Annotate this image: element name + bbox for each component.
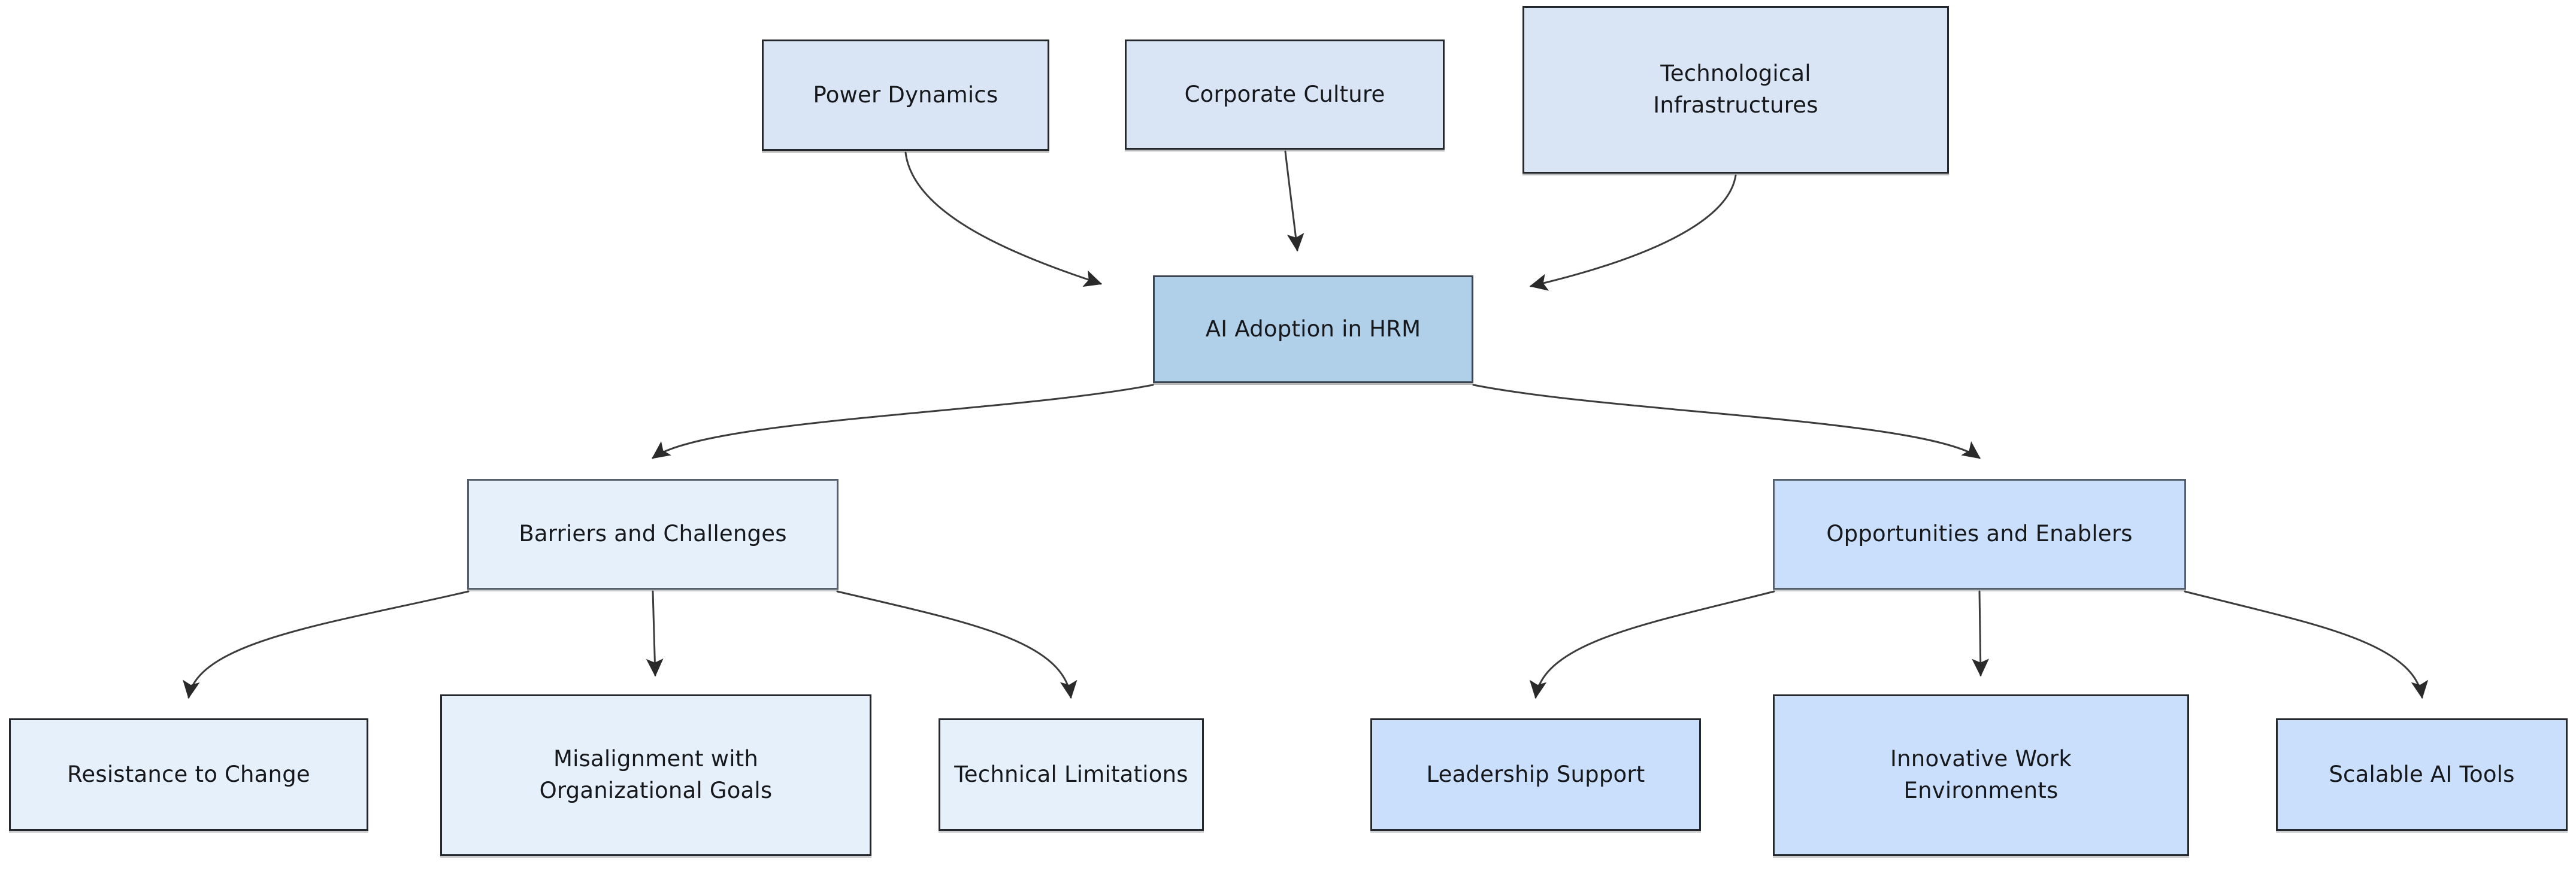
edge-barriers-to-barrier-mid <box>646 590 664 677</box>
node-label-power-dynamics: Power Dynamics <box>813 81 998 108</box>
node-label-opportunities-and-enablers: Opportunities and Enablers <box>1826 521 2133 547</box>
edge-barriers-to-barrier-right <box>836 590 1077 699</box>
node-label-resistance-to-change: Resistance to Change <box>67 761 310 787</box>
node-label-technological-infrastructures: Technological Infrastructures <box>1653 60 1818 118</box>
node-label-ai-adoption-in-hrm: AI Adoption in HRM <box>1205 315 1421 342</box>
node-label-misalignment-with-organizational-goals: Misalignment with Organizational Goals <box>539 746 773 803</box>
edge-power-dynamics-to-root <box>904 151 1103 287</box>
edge-barriers-to-barrier-left <box>183 590 470 699</box>
node-corporate-culture[interactable]: Corporate Culture <box>1125 40 1445 150</box>
edge-opportunities-to-opportunity-left <box>1529 590 1775 699</box>
node-label-corporate-culture: Corporate Culture <box>1184 81 1385 107</box>
node-resistance-to-change[interactable]: Resistance to Change <box>9 718 368 831</box>
node-label-scalable-ai-tools: Scalable AI Tools <box>2329 761 2515 787</box>
edge-root-to-barriers <box>652 384 1154 459</box>
edge-opportunities-to-opportunity-mid <box>1972 590 1990 677</box>
node-technical-limitations[interactable]: Technical Limitations <box>939 718 1204 831</box>
node-label-barriers-and-challenges: Barriers and Challenges <box>519 521 787 547</box>
node-label-innovative-work-environments: Innovative Work Environments <box>1890 746 2072 803</box>
node-innovative-work-environments[interactable]: Innovative Work Environments <box>1773 694 2189 856</box>
edge-technological-infrastructures-to-root <box>1529 174 1737 291</box>
node-label-leadership-support: Leadership Support <box>1426 761 1645 787</box>
node-barriers-and-challenges[interactable]: Barriers and Challenges <box>467 479 839 590</box>
edge-opportunities-to-opportunity-right <box>2184 590 2429 699</box>
edges-group <box>183 150 2429 699</box>
edge-corporate-culture-to-root <box>1284 150 1304 252</box>
node-technological-infrastructures[interactable]: Technological Infrastructures <box>1522 6 1949 174</box>
node-ai-adoption-in-hrm[interactable]: AI Adoption in HRM <box>1153 275 1473 383</box>
node-power-dynamics[interactable]: Power Dynamics <box>762 40 1049 151</box>
node-misalignment-with-organizational-goals[interactable]: Misalignment with Organizational Goals <box>440 694 871 856</box>
node-opportunities-and-enablers[interactable]: Opportunities and Enablers <box>1773 479 2186 590</box>
node-leadership-support[interactable]: Leadership Support <box>1370 718 1701 831</box>
edge-root-to-opportunities <box>1472 384 1981 459</box>
node-scalable-ai-tools[interactable]: Scalable AI Tools <box>2276 718 2568 831</box>
node-label-technical-limitations: Technical Limitations <box>954 761 1188 787</box>
